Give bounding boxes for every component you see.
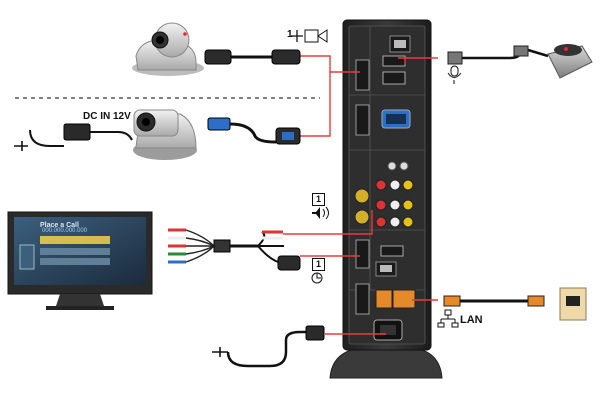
- mic-cable-icon: [447, 45, 549, 65]
- codec-unit: [329, 19, 443, 379]
- monitor-icon: [7, 211, 153, 310]
- tv-screen-number: 000.000.000.000: [42, 228, 88, 234]
- monitor-port-number: 1: [312, 258, 325, 271]
- ptz-cable-connector-icon: [207, 117, 301, 145]
- network-icon: [437, 309, 459, 328]
- camera-port-icon: [291, 29, 328, 43]
- connection-guides: [283, 55, 438, 335]
- camera-ptz-icon: [133, 109, 197, 160]
- av-cable-icon: [168, 228, 301, 271]
- tv-screen-title: Place a Call: [40, 222, 79, 229]
- monitor-port-icon: [311, 272, 323, 284]
- lan-label: LAN: [460, 314, 483, 326]
- microphone-pod-icon: [547, 44, 593, 79]
- ac-power-cord-icon: [212, 325, 325, 368]
- dc-in-label: DC IN 12V: [83, 111, 131, 122]
- lan-cable-icon: [443, 295, 545, 307]
- camera-icon: [132, 22, 204, 76]
- audio-port-number: 1: [312, 193, 325, 206]
- camera-port-number: 1: [287, 29, 293, 40]
- audio-port-icon: [312, 206, 329, 220]
- wall-jack-icon: [559, 287, 587, 321]
- mic-symbol-icon: [447, 65, 462, 84]
- camera-cable-connector-icon: [204, 49, 301, 65]
- power-adapter-icon: [14, 123, 133, 151]
